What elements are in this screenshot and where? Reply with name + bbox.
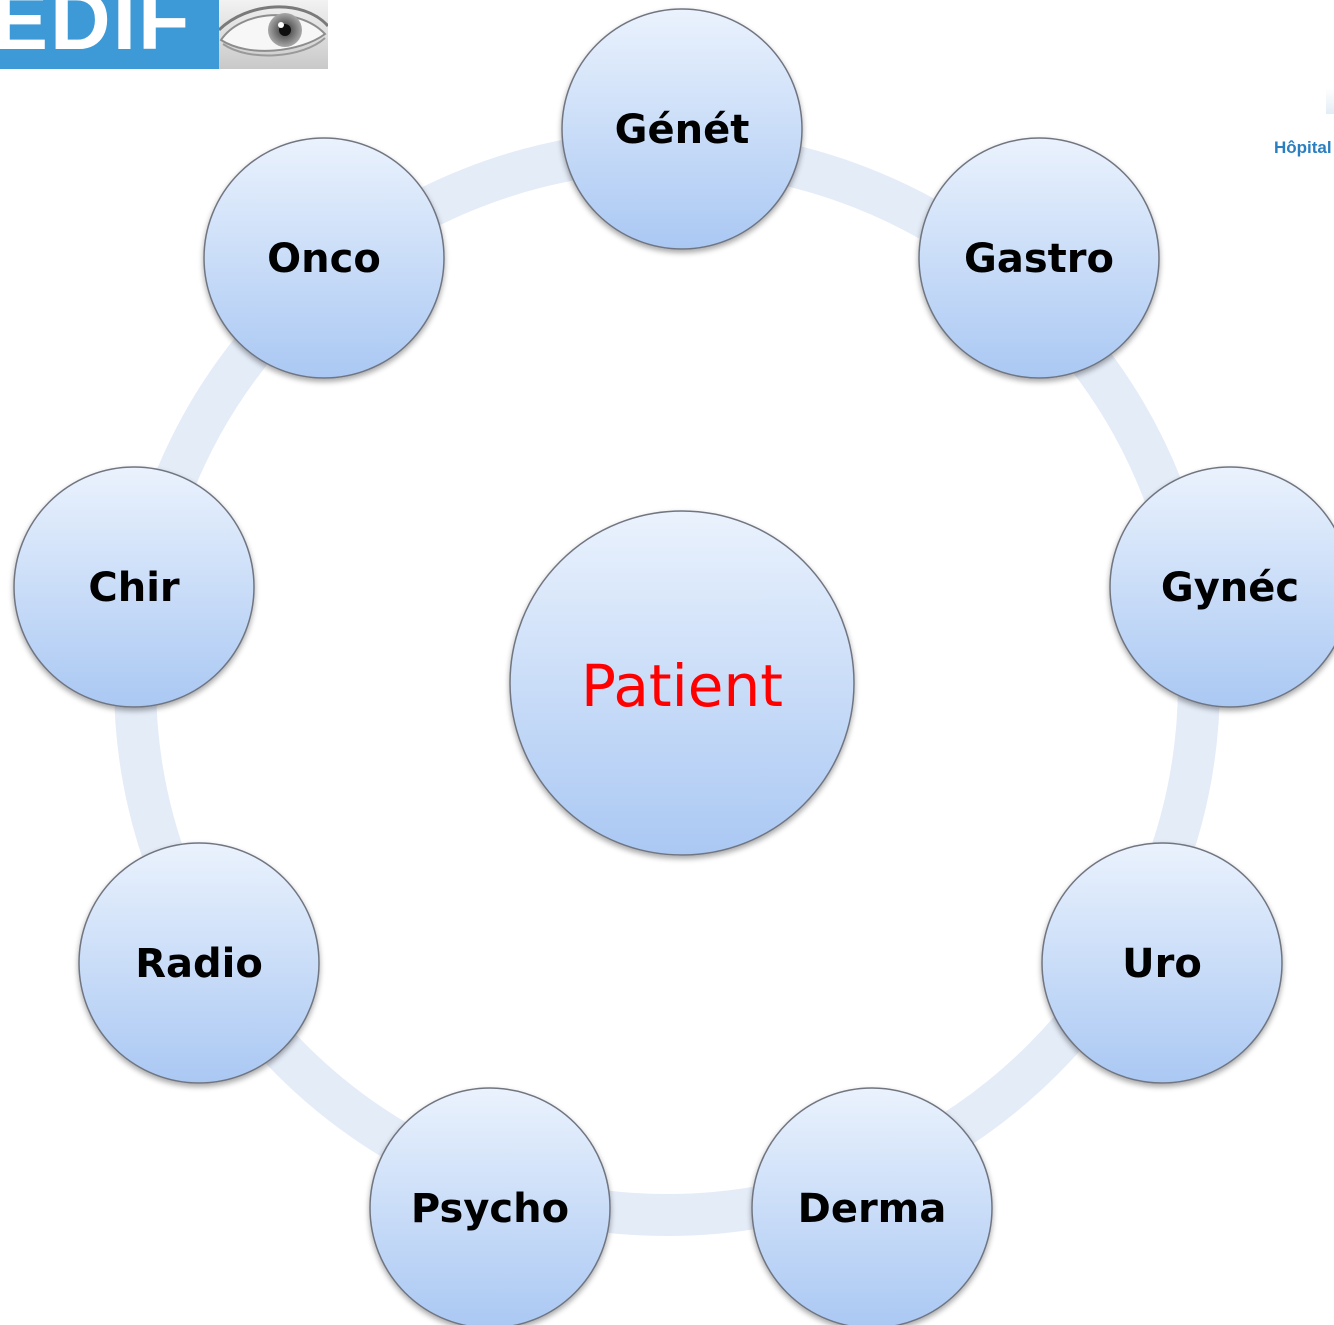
- node-circle: [918, 137, 1160, 379]
- hospital-logo-text: Hôpital: [1274, 138, 1332, 157]
- node-gynec: Gynéc: [1109, 466, 1334, 708]
- node-gastro: Gastro: [918, 137, 1160, 379]
- node-circle: [1109, 466, 1334, 708]
- node-radio: Radio: [78, 842, 320, 1084]
- node-derma: Derma: [751, 1087, 993, 1325]
- node-label: Psycho: [411, 1186, 569, 1232]
- center-node-circle: [509, 510, 855, 856]
- node-circle: [78, 842, 320, 1084]
- node-label: Uro: [1122, 941, 1202, 987]
- hospital-logo-mark: [1326, 88, 1334, 114]
- node-label: Chir: [88, 565, 180, 611]
- hospital-logo: Hôpital: [1274, 88, 1334, 180]
- node-circle: [1041, 842, 1283, 1084]
- node-label: Radio: [135, 941, 263, 987]
- node-label: Gastro: [964, 236, 1114, 282]
- eye-image: [219, 0, 328, 69]
- node-circle: [13, 466, 255, 708]
- eye-icon: [219, 0, 328, 69]
- node-circle: [369, 1087, 611, 1325]
- center-node-label: Patient: [581, 652, 783, 720]
- node-circle: [203, 137, 445, 379]
- node-uro: Uro: [1041, 842, 1283, 1084]
- node-chir: Chir: [13, 466, 255, 708]
- node-label: Onco: [267, 236, 381, 282]
- edif-logo-text: EDIF: [0, 0, 192, 67]
- node-circle: [561, 8, 803, 250]
- node-genet: Génét: [561, 8, 803, 250]
- node-label: Derma: [798, 1186, 947, 1232]
- center-node: Patient: [509, 510, 855, 856]
- node-label: Gynéc: [1161, 565, 1299, 611]
- node-label: Génét: [615, 107, 750, 153]
- node-circle: [751, 1087, 993, 1325]
- node-psycho: Psycho: [369, 1087, 611, 1325]
- node-onco: Onco: [203, 137, 445, 379]
- edif-logo: EDIF: [0, 0, 219, 69]
